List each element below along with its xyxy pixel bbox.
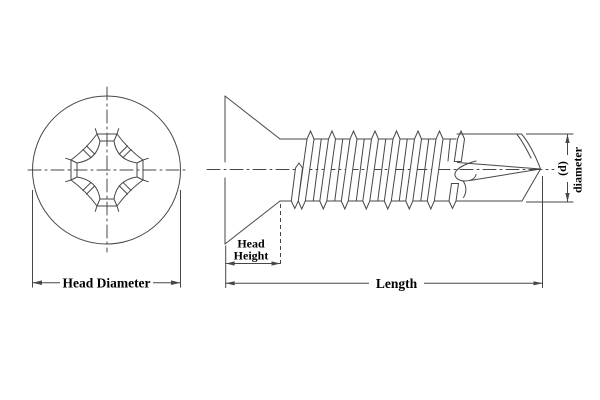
diameter-label-line1: (d) bbox=[555, 161, 569, 176]
head-height-dimension bbox=[225, 204, 281, 288]
diameter-label-line2: diameter bbox=[571, 146, 585, 193]
length-label: Length bbox=[376, 276, 418, 291]
diameter-dimension bbox=[526, 133, 574, 203]
head-diameter-extension-lines bbox=[32, 190, 181, 288]
flute-runout-tail bbox=[462, 180, 467, 198]
head-height-label-line1: Head bbox=[237, 237, 265, 251]
phillips-corner-ticks bbox=[82, 145, 132, 195]
length-dimension bbox=[225, 176, 543, 288]
phillips-tip-flares bbox=[65, 128, 149, 212]
diameter-arrow-top bbox=[565, 134, 570, 143]
head-height-label-line2: Height bbox=[234, 249, 269, 263]
drill-flute-curve bbox=[516, 134, 532, 159]
head-height-arrow-left bbox=[225, 261, 235, 266]
head-diameter-dimension bbox=[32, 190, 181, 288]
drill-web-upper-line bbox=[457, 162, 541, 170]
length-arrow-left bbox=[225, 281, 235, 286]
screw-head-bottom-slant bbox=[224, 200, 281, 245]
head-diameter-arrow-right bbox=[171, 280, 181, 285]
screw-head-top-slant bbox=[224, 95, 281, 140]
head-diameter-arrow-left bbox=[32, 280, 42, 285]
thread-root-lines bbox=[312, 138, 451, 202]
head-height-arrow-right bbox=[271, 261, 281, 266]
thread-crests bbox=[290, 129, 466, 211]
thread-runout-hook bbox=[454, 160, 477, 182]
drill-tip-outer-curve bbox=[521, 133, 541, 170]
front-view-phillips-head bbox=[27, 86, 187, 253]
diameter-arrow-bottom bbox=[565, 193, 570, 202]
length-arrow-right bbox=[533, 281, 543, 286]
head-diameter-label: Head Diameter bbox=[62, 276, 150, 291]
side-view-screw bbox=[206, 95, 555, 245]
drill-web-lower-line bbox=[469, 168, 541, 181]
phillips-tip-walls bbox=[70, 133, 144, 207]
drill-tip-bottom-slant bbox=[521, 168, 541, 202]
